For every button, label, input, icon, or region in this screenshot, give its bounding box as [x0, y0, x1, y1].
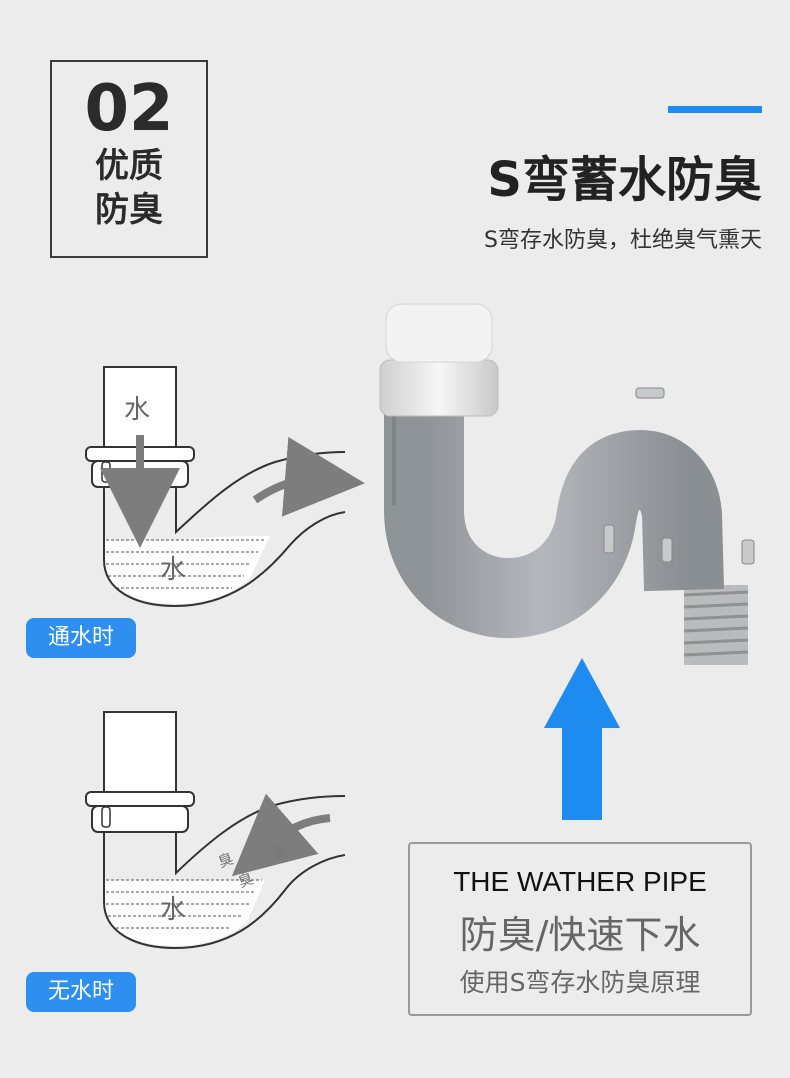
water-label-trap-bottom: 水 [160, 895, 186, 925]
smell-label-3: 臭 [270, 841, 290, 863]
smell-label-1: 臭 [216, 849, 236, 871]
feature-badge: 02 优质 防臭 [50, 60, 208, 258]
s-trap-body [384, 395, 724, 639]
outflow-arrow [252, 436, 365, 517]
trap-outline-top [103, 487, 346, 608]
water-level-lines-top [106, 539, 265, 589]
pipe-nut-bottom [85, 791, 195, 807]
pipe-collar [379, 359, 499, 417]
s-trap-pipe-image [379, 303, 755, 665]
info-english: THE WATHER PIPE [453, 866, 707, 897]
badge-number: 02 [84, 72, 174, 146]
trap-water-top [104, 536, 270, 604]
corrugated-hose [683, 585, 749, 665]
caption-water-flowing: 通水时 [26, 618, 136, 658]
blue-up-arrow [544, 658, 620, 820]
water-label-pipe: 水 [124, 395, 150, 425]
accent-bar [668, 106, 762, 113]
pipe-vertical-bottom [103, 711, 177, 793]
badge-line2: 防臭 [95, 190, 163, 230]
water-label-trap-top: 水 [160, 555, 186, 585]
diagram-no-water: 水 臭 臭 臭 [85, 711, 346, 950]
smell-arrow [231, 793, 331, 877]
info-line1: 防臭/快速下水 [459, 913, 701, 957]
info-line2: 使用S弯存水防臭原理 [459, 968, 701, 997]
diagram-water-flowing: 水 水 [85, 366, 365, 608]
page-subtitle: S弯存水防臭，杜绝臭气熏天 [484, 228, 762, 253]
water-level-lines-bottom [106, 879, 262, 929]
caption-no-water: 无水时 [26, 972, 136, 1012]
badge-line1: 优质 [95, 146, 163, 186]
smell-label-2: 臭 [236, 869, 256, 891]
info-box: THE WATHER PIPE 防臭/快速下水 使用S弯存水防臭原理 [408, 842, 752, 1016]
trap-water-bottom [104, 880, 265, 946]
page-title: S弯蓄水防臭 [487, 152, 762, 208]
